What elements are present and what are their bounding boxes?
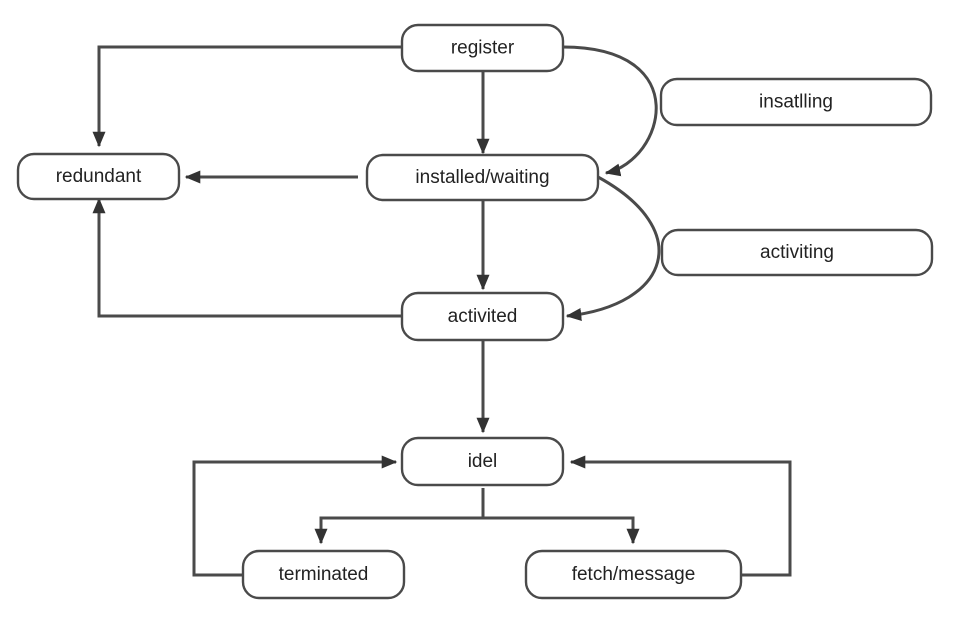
node-activiting: activiting	[660, 228, 934, 277]
node-activiting-label: activiting	[760, 242, 834, 263]
node-installed-waiting-label: installed/waiting	[415, 167, 549, 188]
node-redundant: redundant	[16, 152, 181, 201]
node-idel-label: idel	[468, 451, 498, 472]
edge-terminated-to-idel	[192, 455, 398, 577]
node-register-label: register	[451, 38, 515, 59]
node-fetch-message: fetch/message	[524, 549, 743, 600]
edge-installed-to-activited-via-activiting	[565, 175, 661, 321]
edge-activited-to-redundant	[92, 197, 402, 318]
edge-idel-to-fetch-message	[483, 516, 640, 545]
node-idel: idel	[400, 436, 565, 487]
node-installed-waiting: installed/waiting	[365, 153, 600, 202]
edge-fetch-message-to-idel	[569, 455, 792, 577]
node-fetch-message-label: fetch/message	[572, 564, 696, 585]
node-terminated: terminated	[241, 549, 406, 600]
node-insatlling: insatlling	[659, 77, 933, 127]
node-insatlling-label: insatlling	[759, 92, 833, 113]
edge-register-to-redundant	[92, 45, 402, 148]
node-terminated-label: terminated	[279, 564, 369, 585]
node-activited-label: activited	[448, 306, 518, 327]
edge-register-to-installed-via-insatlling	[562, 45, 658, 177]
node-register: register	[400, 23, 565, 73]
edge-idel-to-terminated	[314, 516, 483, 545]
node-activited: activited	[400, 291, 565, 342]
edges	[92, 45, 792, 577]
node-redundant-label: redundant	[56, 166, 142, 187]
